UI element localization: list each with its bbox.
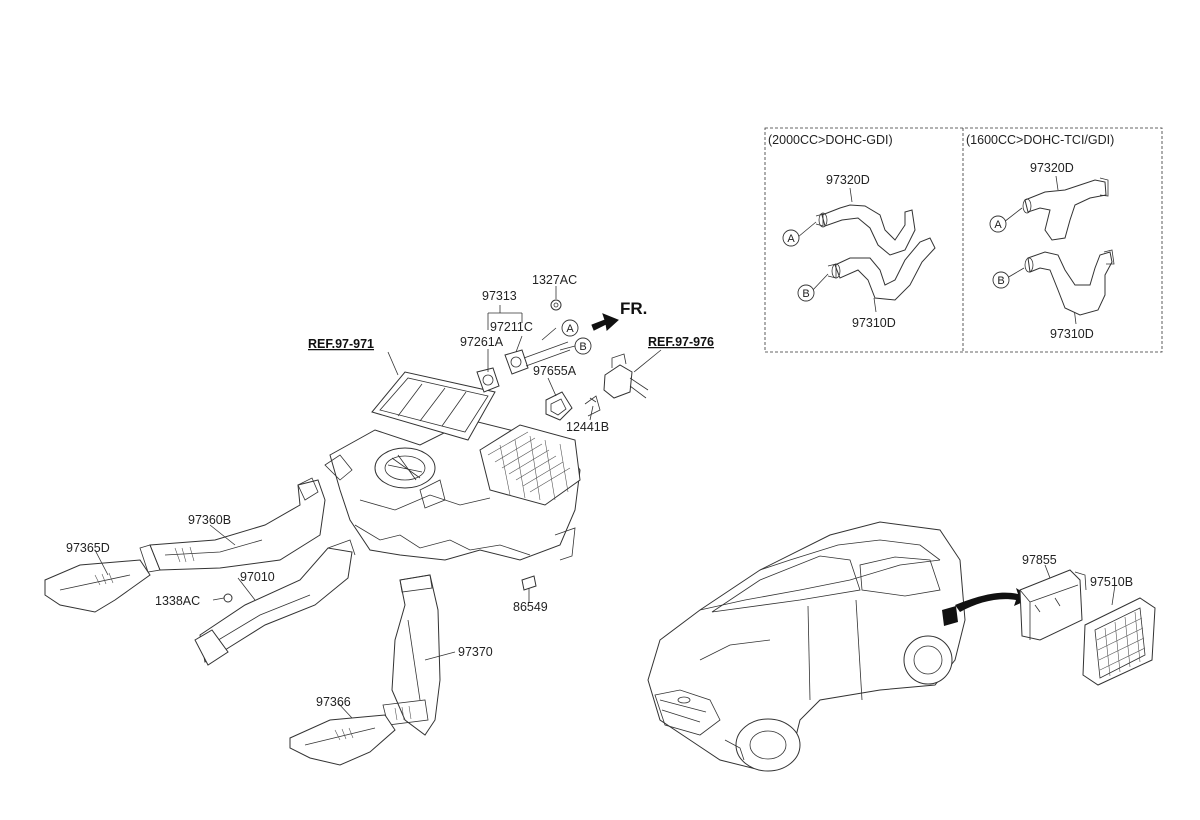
hose-upper-right bbox=[1022, 177, 1109, 241]
label-97855[interactable]: 97855 bbox=[1022, 553, 1057, 567]
svg-text:B: B bbox=[997, 275, 1004, 287]
front-arrow bbox=[591, 313, 619, 331]
bracket-97855 bbox=[1019, 569, 1087, 641]
pipe-seals bbox=[476, 299, 649, 598]
label-1338AC[interactable]: 1338AC bbox=[155, 594, 200, 608]
svg-text:A: A bbox=[566, 323, 574, 335]
label-97655A[interactable]: 97655A bbox=[533, 364, 577, 378]
vent-97510B bbox=[1082, 597, 1156, 686]
marker-b-left: B bbox=[797, 284, 815, 302]
label-97261A[interactable]: 97261A bbox=[460, 335, 504, 349]
label-97510B[interactable]: 97510B bbox=[1090, 575, 1133, 589]
svg-text:A: A bbox=[994, 219, 1002, 231]
label-97320D-left[interactable]: 97320D bbox=[826, 173, 870, 187]
variant-header-2000cc: (2000CC>DOHC-GDI) bbox=[768, 133, 893, 147]
hose-upper-left bbox=[815, 204, 916, 256]
label-97320D-right[interactable]: 97320D bbox=[1030, 161, 1074, 175]
label-97365D[interactable]: 97365D bbox=[66, 541, 110, 555]
leader-lines bbox=[94, 286, 1116, 719]
label-97211C[interactable]: 97211C bbox=[490, 320, 533, 334]
duct-97370 bbox=[382, 574, 441, 736]
marker-a-right: A bbox=[989, 215, 1007, 233]
ref-97-971[interactable]: REF.97-971 bbox=[308, 337, 374, 351]
svg-text:B: B bbox=[802, 288, 809, 300]
front-direction-label: FR. bbox=[620, 299, 647, 318]
marker-a-left: A bbox=[782, 229, 800, 247]
marker-b-main: B bbox=[574, 337, 592, 355]
hose-lower-right bbox=[1024, 249, 1115, 316]
label-97010[interactable]: 97010 bbox=[240, 570, 275, 584]
label-86549[interactable]: 86549 bbox=[513, 600, 548, 614]
marker-b-right: B bbox=[992, 271, 1010, 289]
label-97310D-right[interactable]: 97310D bbox=[1050, 327, 1094, 341]
hvac-unit bbox=[324, 371, 581, 561]
engine-variant-inset: (2000CC>DOHC-GDI) 97320D 97310D A B (160… bbox=[764, 127, 1163, 353]
svg-text:B: B bbox=[579, 341, 586, 353]
label-97366[interactable]: 97366 bbox=[316, 695, 351, 709]
label-97360B[interactable]: 97360B bbox=[188, 513, 231, 527]
label-97370[interactable]: 97370 bbox=[458, 645, 493, 659]
label-97313[interactable]: 97313 bbox=[482, 289, 517, 303]
vehicle-illustration bbox=[647, 521, 966, 772]
labels: REF.97-971 REF.97-976 FR. 97313 1327AC 9… bbox=[66, 273, 1133, 709]
hose-lower-left bbox=[827, 237, 936, 301]
duct-97010 bbox=[194, 539, 356, 666]
label-1327AC[interactable]: 1327AC bbox=[532, 273, 577, 287]
vent-pointer-arrow bbox=[955, 588, 1032, 612]
label-12441B[interactable]: 12441B bbox=[566, 420, 609, 434]
label-97310D-left[interactable]: 97310D bbox=[852, 316, 896, 330]
duct-97365D bbox=[44, 559, 151, 613]
duct-97360B bbox=[139, 477, 326, 573]
duct-97366 bbox=[289, 714, 396, 766]
marker-a-main: A bbox=[561, 319, 579, 337]
variant-header-1600cc: (1600CC>DOHC-TCI/GDI) bbox=[966, 133, 1114, 147]
svg-text:A: A bbox=[787, 233, 795, 245]
ref-97-976[interactable]: REF.97-976 bbox=[648, 335, 714, 349]
